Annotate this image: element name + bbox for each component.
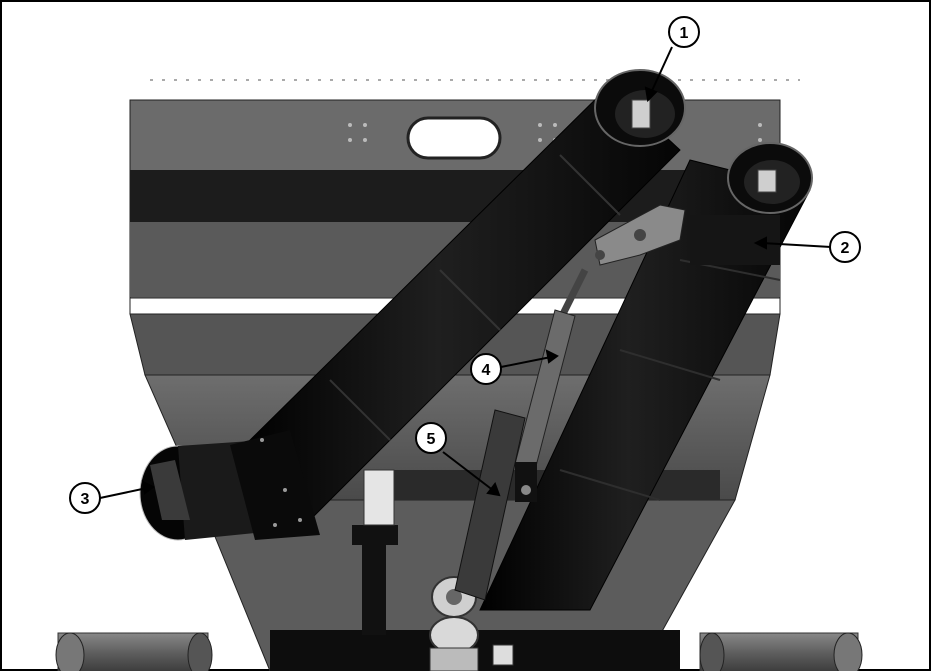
callout-3-label: 3 [81, 491, 90, 508]
callout-3-leader [99, 487, 148, 499]
hydraulic-cylinder [514, 268, 589, 502]
callout-4-arrowhead [545, 349, 559, 364]
auger-head-1 [594, 69, 686, 147]
callout-1-leader [649, 46, 673, 96]
callout-1: 1 [668, 16, 700, 48]
callout-3: 3 [69, 482, 101, 514]
callout-5: 5 [415, 422, 447, 454]
callout-4: 4 [470, 353, 502, 385]
right-wheel [699, 632, 863, 671]
left-wheel [55, 632, 213, 671]
callout-5-label: 5 [427, 431, 436, 448]
callout-2: 2 [829, 231, 861, 263]
upper-auger-tube [230, 84, 681, 540]
hopper-oval-window [406, 116, 502, 160]
callout-4-label: 4 [482, 362, 491, 379]
callout-5-arrowhead [486, 481, 501, 497]
callout-1-arrowhead [644, 86, 658, 103]
callout-2-leader [761, 242, 832, 248]
callout-1-label: 1 [680, 25, 689, 42]
support-brace [454, 409, 526, 601]
callout-5-leader [442, 451, 495, 492]
callout-2-arrowhead [753, 236, 767, 250]
callout-3-arrowhead [141, 480, 155, 495]
callout-4-leader [500, 356, 552, 368]
fold-linkage [594, 204, 686, 266]
callout-2-label: 2 [841, 240, 850, 257]
